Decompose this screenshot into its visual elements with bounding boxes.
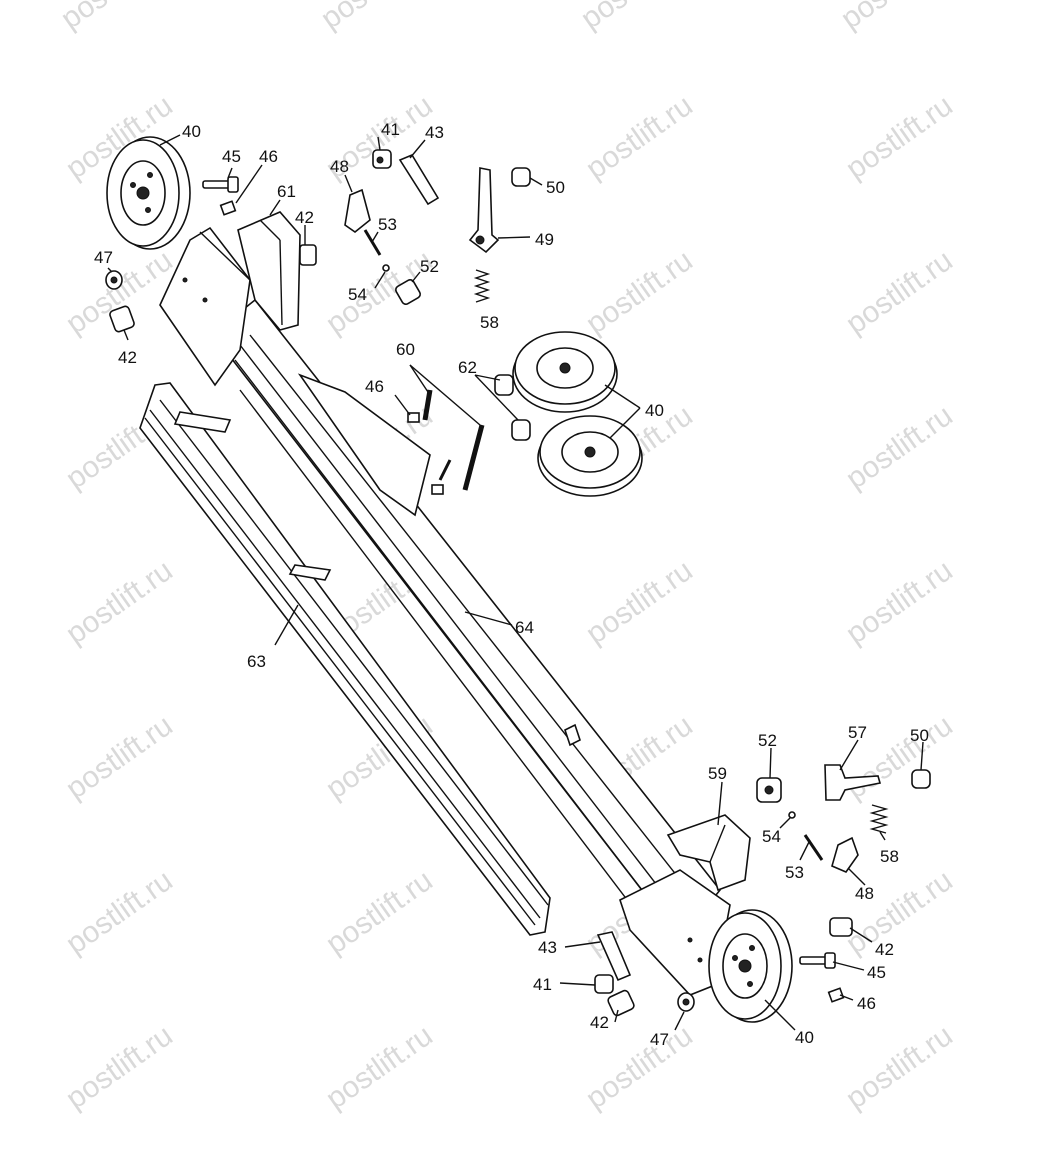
callout-46: 46 [857,994,876,1013]
callout-45: 45 [222,147,241,166]
callout-52: 52 [758,731,777,750]
callout-40: 40 [795,1028,814,1047]
callout-43: 43 [425,123,444,142]
callout-labels: 40 45 46 41 43 48 61 42 50 49 53 52 54 5… [94,120,929,1049]
callout-49: 49 [535,230,554,249]
rail-64 [224,298,722,937]
callout-50: 50 [910,726,929,745]
watermark-layer: postlift.ru postlift.ru postlift.ru post… [55,0,959,1116]
callout-47: 47 [94,248,113,267]
watermark: postlift.ru [840,244,959,341]
callout-57: 57 [848,723,867,742]
watermark: postlift.ru [840,554,959,651]
callout-48: 48 [330,157,349,176]
callout-43: 43 [538,938,557,957]
watermark: postlift.ru [320,1019,439,1116]
watermark: postlift.ru [840,399,959,496]
callout-40: 40 [645,401,664,420]
parts-bottom-group [594,764,931,1017]
leader-lines [107,134,924,1031]
parts-top-group [105,149,531,495]
watermark: postlift.ru [835,0,954,36]
callout-50: 50 [546,178,565,197]
callout-53: 53 [785,863,804,882]
watermark: postlift.ru [575,0,694,36]
callout-42: 42 [295,208,314,227]
watermark: postlift.ru [840,89,959,186]
callout-40: 40 [182,122,201,141]
callout-48: 48 [855,884,874,903]
callout-59: 59 [708,764,727,783]
watermark: postlift.ru [840,1019,959,1116]
callout-42: 42 [875,940,894,959]
rail-63 [139,382,551,936]
callout-62: 62 [458,358,477,377]
pulley-40-top-left [106,136,191,250]
watermark: postlift.ru [580,89,699,186]
callout-52: 52 [420,257,439,276]
callout-61: 61 [277,182,296,201]
callout-46: 46 [259,147,278,166]
pulley-40-bottom-right [708,909,793,1023]
watermark: postlift.ru [55,0,174,36]
callout-54: 54 [348,285,367,304]
callout-58: 58 [480,313,499,332]
watermark: postlift.ru [320,864,439,961]
callout-42: 42 [590,1013,609,1032]
callout-54: 54 [762,827,781,846]
pulley-40-mid-upper [512,331,618,413]
callout-64: 64 [515,618,534,637]
watermark: postlift.ru [60,1019,179,1116]
pulley-40-mid-lower [537,415,643,497]
callout-46: 46 [365,377,384,396]
watermark: postlift.ru [580,244,699,341]
watermark: postlift.ru [580,1019,699,1116]
callout-41: 41 [381,120,400,139]
callout-63: 63 [247,652,266,671]
callout-41: 41 [533,975,552,994]
watermark: postlift.ru [580,554,699,651]
callout-47: 47 [650,1030,669,1049]
callout-42: 42 [118,348,137,367]
watermark: postlift.ru [60,554,179,651]
watermark: postlift.ru [315,0,434,36]
callout-60: 60 [396,340,415,359]
callout-53: 53 [378,215,397,234]
watermark: postlift.ru [60,709,179,806]
callout-58: 58 [880,847,899,866]
watermark: postlift.ru [60,864,179,961]
callout-45: 45 [867,963,886,982]
